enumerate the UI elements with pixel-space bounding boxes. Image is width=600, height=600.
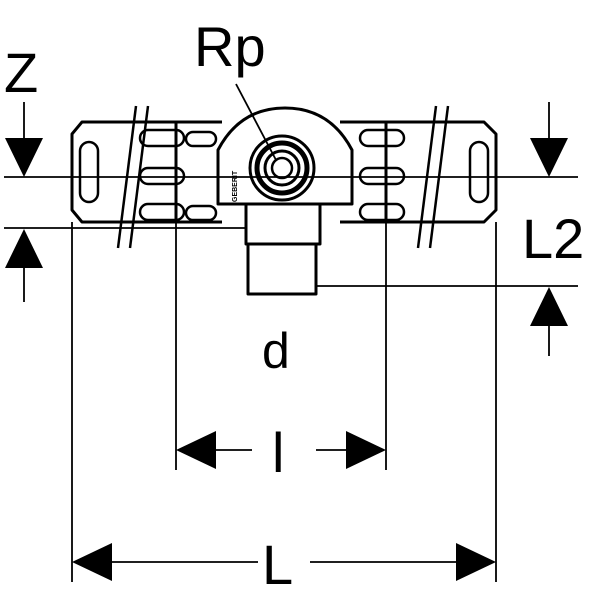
l2-top-arrow [530, 138, 568, 177]
left-arm [70, 120, 222, 224]
d-label: d [262, 323, 290, 379]
center-housing [216, 106, 354, 206]
arm-details [174, 122, 388, 244]
z-bottom-arrow [5, 229, 43, 268]
dimension-lines [4, 83, 578, 582]
l2-bottom-arrow [530, 287, 568, 326]
l-big-right-arrow [456, 543, 496, 581]
z-label: Z [4, 41, 38, 104]
l-big-left-arrow [72, 543, 112, 581]
outlet-top [244, 204, 322, 246]
l-small-left-arrow [176, 431, 216, 469]
brand-stamp: GEBERIT [232, 170, 239, 202]
outlet-stem [246, 244, 318, 296]
rp-leader [235, 83, 277, 161]
right-arm [340, 120, 498, 224]
l-small-label: l [272, 421, 284, 484]
rp-label: Rp [194, 15, 266, 78]
l-small-right-arrow [346, 431, 386, 469]
inlet-rings [248, 134, 316, 202]
l2-label: L2 [522, 207, 584, 270]
l-big-label: L [262, 533, 293, 596]
brand-text: GEBERIT [232, 170, 239, 202]
z-top-arrow [5, 138, 43, 177]
arrowheads [5, 138, 568, 581]
arm-slots [78, 128, 490, 222]
